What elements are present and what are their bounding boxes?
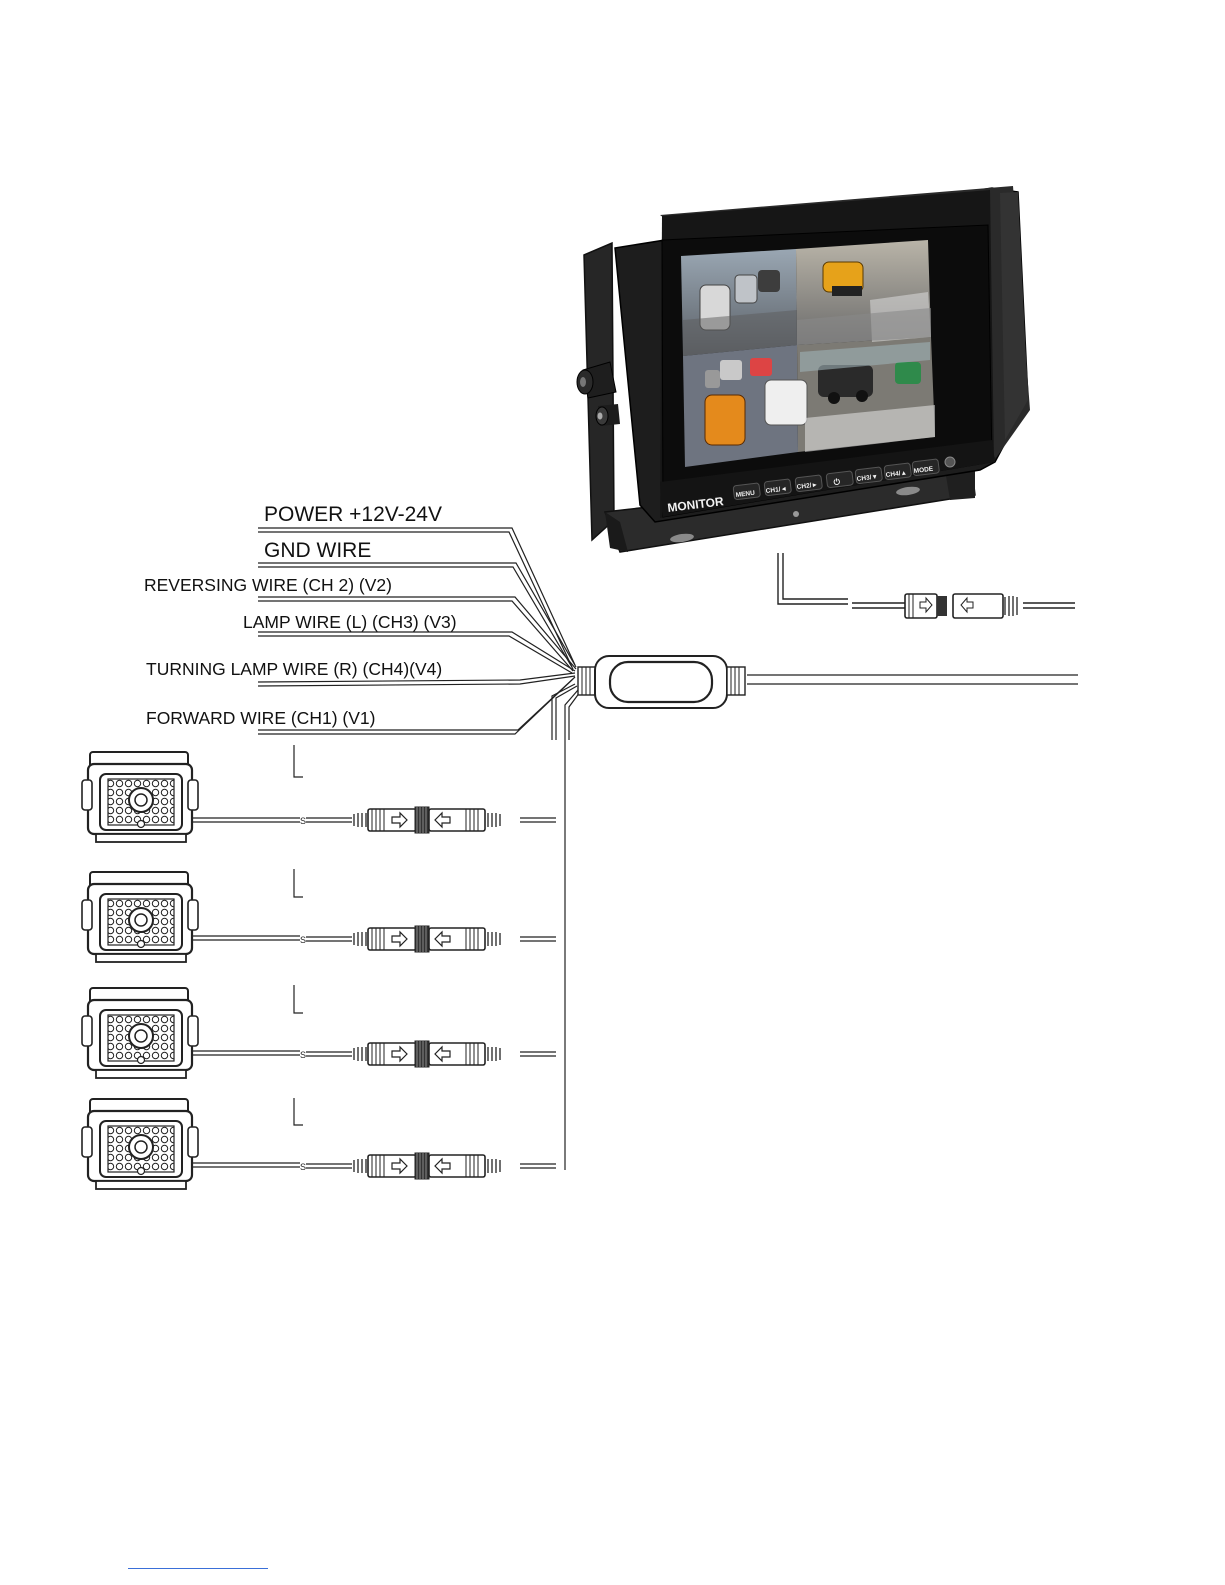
- ch3-button[interactable]: CH3/▼: [855, 467, 883, 484]
- aviation-connector-icon: [354, 926, 500, 952]
- camera-1: [82, 752, 198, 842]
- svg-text:S: S: [300, 1050, 306, 1060]
- camera-icon: [82, 752, 198, 842]
- ch2-button[interactable]: CH2/►: [795, 475, 823, 492]
- svg-text:S: S: [300, 935, 306, 945]
- power-button[interactable]: ⏻: [826, 471, 854, 488]
- wire-label-lamp-left: LAMP WIRE (L) (CH3) (V3): [243, 612, 457, 632]
- svg-text:GND WIRE: GND WIRE: [264, 539, 371, 562]
- monitor-connector: [905, 594, 1017, 618]
- svg-text:S: S: [300, 816, 306, 826]
- aviation-connector-icon: [354, 1041, 500, 1067]
- aviation-connector-icon: [354, 807, 500, 833]
- camera-2: [82, 872, 198, 962]
- svg-text:LAMP WIRE (L) (CH3) (V3): LAMP WIRE (L) (CH3) (V3): [243, 612, 457, 632]
- wire-label-turning-lamp: TURNING LAMP WIRE (R) (CH4)(V4): [146, 659, 442, 679]
- svg-text:TURNING LAMP WIRE (R) (CH4)(V4: TURNING LAMP WIRE (R) (CH4)(V4): [146, 659, 442, 679]
- camera-4: [82, 1099, 198, 1189]
- mode-button[interactable]: MODE: [912, 459, 940, 476]
- camera-icon: [82, 988, 198, 1078]
- camera-1-connector: [354, 807, 500, 833]
- camera-2-connector: [354, 926, 500, 952]
- wire-splitter: [578, 656, 745, 708]
- footer-link-underline: [128, 1568, 268, 1569]
- ch1-button[interactable]: CH1/◄: [764, 479, 792, 496]
- camera-4-connector: [354, 1153, 500, 1179]
- svg-text:REVERSING WIRE (CH 2) (V2): REVERSING WIRE (CH 2) (V2): [144, 575, 392, 595]
- wire-label-reversing: REVERSING WIRE (CH 2) (V2): [144, 575, 392, 595]
- svg-text:FORWARD WIRE (CH1) (V1): FORWARD WIRE (CH1) (V1): [146, 708, 375, 728]
- cable-break-marks: S S S S: [300, 816, 306, 1172]
- camera-3: [82, 988, 198, 1078]
- camera-icon: [82, 872, 198, 962]
- wire-label-gnd: GND WIRE: [264, 539, 371, 562]
- wire-label-forward: FORWARD WIRE (CH1) (V1): [146, 708, 375, 728]
- aviation-connector-icon: [354, 1153, 500, 1179]
- wire-label-power: POWER +12V-24V: [264, 503, 442, 526]
- camera-icon: [82, 1099, 198, 1189]
- svg-text:S: S: [300, 1162, 306, 1172]
- monitor: MONITOR MENU CH1/◄ CH2/► ⏻ CH3/▼: [577, 186, 1030, 552]
- svg-text:POWER +12V-24V: POWER +12V-24V: [264, 503, 442, 526]
- camera-3-connector: [354, 1041, 500, 1067]
- menu-button[interactable]: MENU: [733, 483, 761, 500]
- ch4-button[interactable]: CH4/▲: [884, 463, 912, 480]
- camera-cables: [192, 818, 556, 1168]
- ir-sensor-icon: [945, 457, 955, 467]
- screen-quad-view: [681, 240, 935, 467]
